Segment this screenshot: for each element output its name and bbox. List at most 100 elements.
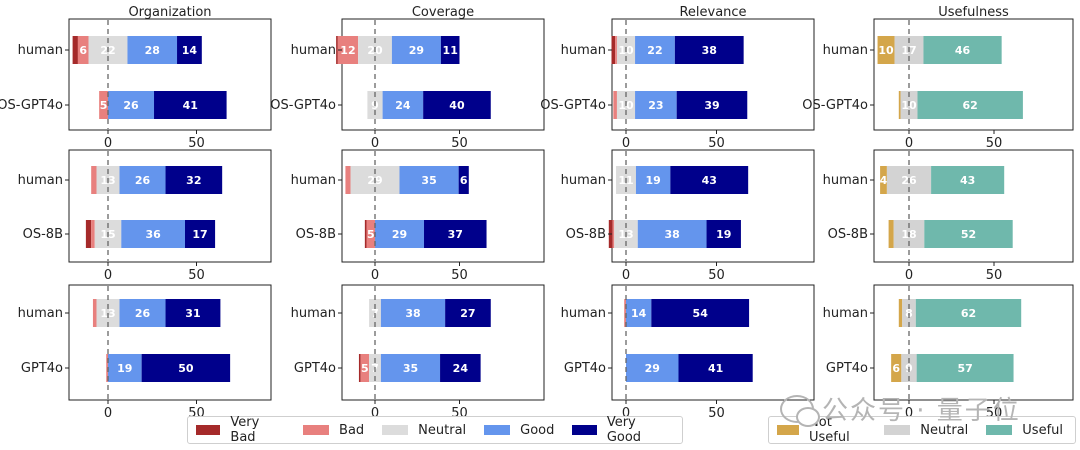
data-label: 57 bbox=[957, 362, 972, 375]
column-title-organization: Organization bbox=[128, 5, 211, 20]
bar-segment bbox=[99, 91, 108, 119]
x-tick-label: 0 bbox=[622, 406, 630, 421]
legend-swatch bbox=[196, 425, 221, 435]
x-tick-label: 50 bbox=[451, 136, 468, 151]
data-label: 5 bbox=[100, 99, 108, 112]
bar-segment bbox=[888, 220, 894, 248]
row-label: OS-8B bbox=[23, 227, 63, 242]
data-label: 22 bbox=[647, 44, 662, 57]
row-label: human bbox=[18, 43, 63, 58]
bar-segment bbox=[924, 220, 1013, 248]
data-label: 46 bbox=[955, 44, 971, 57]
data-label: 28 bbox=[145, 44, 160, 57]
data-label: 43 bbox=[960, 174, 975, 187]
data-label: 11 bbox=[443, 44, 458, 57]
bar-segment bbox=[626, 354, 679, 382]
bar-segment bbox=[423, 91, 491, 119]
bar-segment bbox=[92, 299, 97, 327]
bar-segment bbox=[358, 354, 361, 382]
bar-segment bbox=[674, 36, 744, 64]
row-label: GPT4o bbox=[826, 361, 868, 376]
bar-segment bbox=[615, 36, 617, 64]
row-label: GPT4o bbox=[294, 361, 336, 376]
data-label: 5 bbox=[361, 362, 369, 375]
data-label: 29 bbox=[409, 44, 424, 57]
bar-segment bbox=[85, 220, 92, 248]
bar-segment bbox=[923, 36, 1002, 64]
bar-segment bbox=[424, 220, 487, 248]
bar-segment bbox=[91, 166, 97, 194]
x-tick-label: 50 bbox=[986, 136, 1003, 151]
column-title-coverage: Coverage bbox=[412, 5, 474, 20]
bar-segment bbox=[624, 299, 626, 327]
legend-item: Useful bbox=[986, 423, 1063, 438]
data-label: 52 bbox=[961, 228, 976, 241]
x-tick-label: 50 bbox=[451, 268, 468, 283]
row-label: OS-GPT4o bbox=[802, 98, 868, 113]
bar-segment bbox=[165, 299, 221, 327]
data-label: 37 bbox=[448, 228, 463, 241]
bar-segment bbox=[391, 36, 441, 64]
legend-item: Very Good bbox=[572, 415, 670, 445]
watermark: 公众号 · 量子位 bbox=[780, 390, 1021, 427]
bar-segment bbox=[635, 166, 671, 194]
bar-segment bbox=[119, 299, 166, 327]
bar-segment bbox=[77, 36, 89, 64]
x-tick-label: 0 bbox=[371, 406, 379, 421]
legend-swatch bbox=[777, 425, 800, 435]
data-label: 38 bbox=[405, 307, 420, 320]
row-label: human bbox=[291, 43, 336, 58]
data-label: 35 bbox=[421, 174, 436, 187]
data-label: 41 bbox=[183, 99, 198, 112]
x-tick-label: 0 bbox=[905, 406, 913, 421]
legend-label: Very Bad bbox=[230, 415, 260, 445]
bar-segment bbox=[611, 36, 616, 64]
bar-segment bbox=[91, 220, 95, 248]
legend-swatch bbox=[484, 425, 511, 435]
data-label: 38 bbox=[664, 228, 679, 241]
x-tick-label: 50 bbox=[708, 268, 725, 283]
bar-segment bbox=[375, 220, 425, 248]
bar-segment bbox=[931, 166, 1005, 194]
data-label: 62 bbox=[963, 99, 978, 112]
x-tick-label: 0 bbox=[104, 136, 112, 151]
data-label: 26 bbox=[123, 99, 139, 112]
data-label: 50 bbox=[178, 362, 194, 375]
data-label: 43 bbox=[702, 174, 717, 187]
data-label: 24 bbox=[395, 99, 411, 112]
legend-item: Bad bbox=[303, 423, 364, 438]
row-label: human bbox=[561, 43, 606, 58]
bar-segment bbox=[364, 220, 367, 248]
bar-segment bbox=[635, 36, 675, 64]
row-label: human bbox=[823, 173, 868, 188]
data-label: 19 bbox=[645, 174, 660, 187]
bar-segment bbox=[337, 36, 359, 64]
data-label: 24 bbox=[453, 362, 469, 375]
legend-item: Good bbox=[484, 423, 554, 438]
bar-segment bbox=[165, 166, 223, 194]
bar-segment bbox=[141, 354, 231, 382]
data-label: 14 bbox=[182, 44, 198, 57]
data-label: 36 bbox=[145, 228, 161, 241]
data-label: 6 bbox=[892, 362, 900, 375]
legend-item: Very Bad bbox=[196, 415, 285, 445]
bar-segment bbox=[399, 166, 459, 194]
bar-segment bbox=[670, 166, 749, 194]
bar-segment bbox=[360, 354, 370, 382]
bar-segment bbox=[119, 166, 166, 194]
legend-label: Useful bbox=[1022, 422, 1063, 438]
bar-segment bbox=[898, 299, 903, 327]
legend-label: Very Good bbox=[606, 415, 642, 445]
row-label: OS-8B bbox=[296, 227, 336, 242]
column-title-usefulness: Usefulness bbox=[938, 5, 1009, 20]
data-label: 5 bbox=[367, 228, 375, 241]
bar-segment bbox=[637, 220, 707, 248]
legend-swatch bbox=[884, 425, 911, 435]
row-label: human bbox=[18, 173, 63, 188]
bar-segment bbox=[380, 354, 441, 382]
bar-segment bbox=[613, 91, 617, 119]
bar-segment bbox=[706, 220, 741, 248]
x-tick-label: 0 bbox=[104, 406, 112, 421]
bar-segment bbox=[121, 220, 185, 248]
